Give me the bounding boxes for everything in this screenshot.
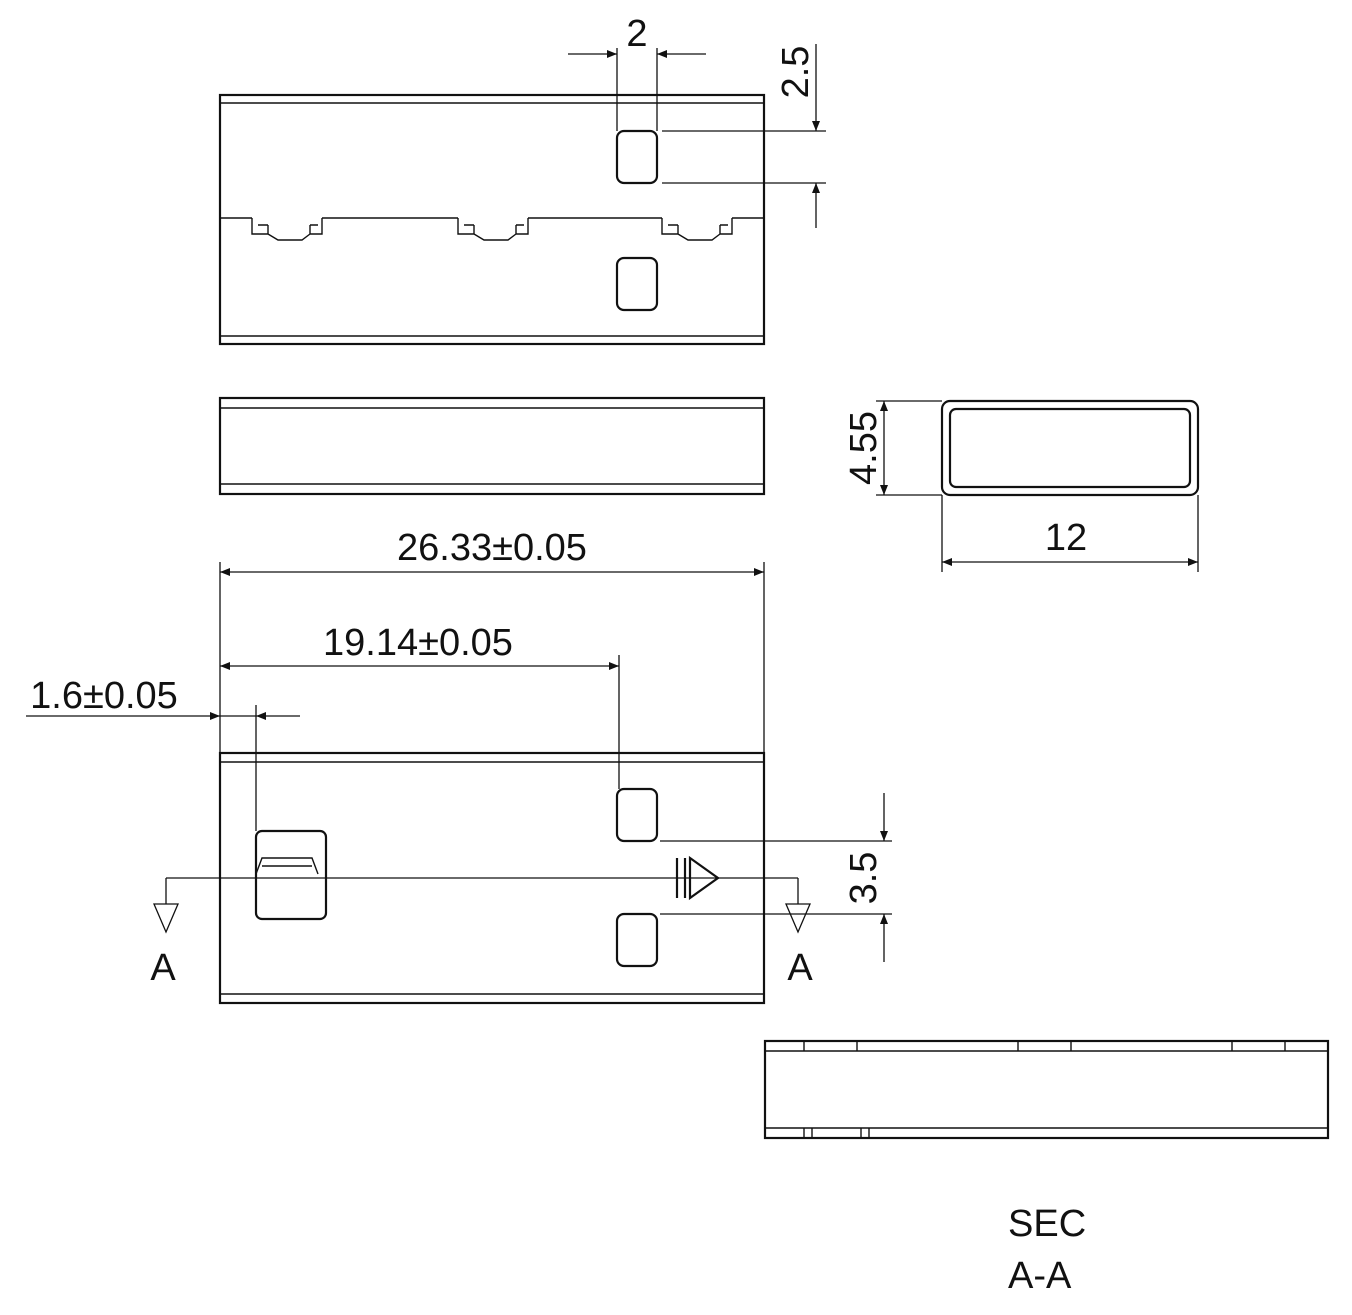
lower-pad xyxy=(615,912,659,968)
section-arrow-left-icon xyxy=(153,903,179,934)
latch-window xyxy=(254,829,328,921)
latch xyxy=(251,218,323,241)
section-label-line1: SEC xyxy=(1008,1203,1086,1245)
dim-side-height: 4.55 xyxy=(843,411,885,485)
top-view: 2 2.5 xyxy=(218,13,826,346)
dim-overall-length: 26.33±0.05 xyxy=(397,527,587,569)
upper-pad xyxy=(615,787,659,843)
section-view xyxy=(763,1039,1330,1140)
section-marker-right: A xyxy=(787,947,813,989)
side-view: 4.55 12 xyxy=(843,399,1200,572)
dim-pad-spacing: 3.5 xyxy=(843,852,885,905)
bottom-view: A A 26.33±0.05 19.14±0.05 1.6±0.05 3.5 xyxy=(26,527,892,1005)
dim-side-width: 12 xyxy=(1045,517,1087,559)
dim-edge-offset: 1.6±0.05 xyxy=(30,675,178,717)
front-view xyxy=(218,396,766,496)
bottom-square-pad xyxy=(615,256,659,312)
dim-pad-offset: 19.14±0.05 xyxy=(323,622,513,664)
dim-square-offset: 2.5 xyxy=(775,46,817,99)
section-marker-left: A xyxy=(150,947,176,989)
section-label-line2: A-A xyxy=(1008,1255,1072,1297)
top-square-pad xyxy=(615,129,659,185)
latch xyxy=(457,218,529,241)
dim-square-width: 2 xyxy=(626,13,647,55)
latch xyxy=(661,218,733,241)
section-arrow-right-icon xyxy=(785,903,811,934)
